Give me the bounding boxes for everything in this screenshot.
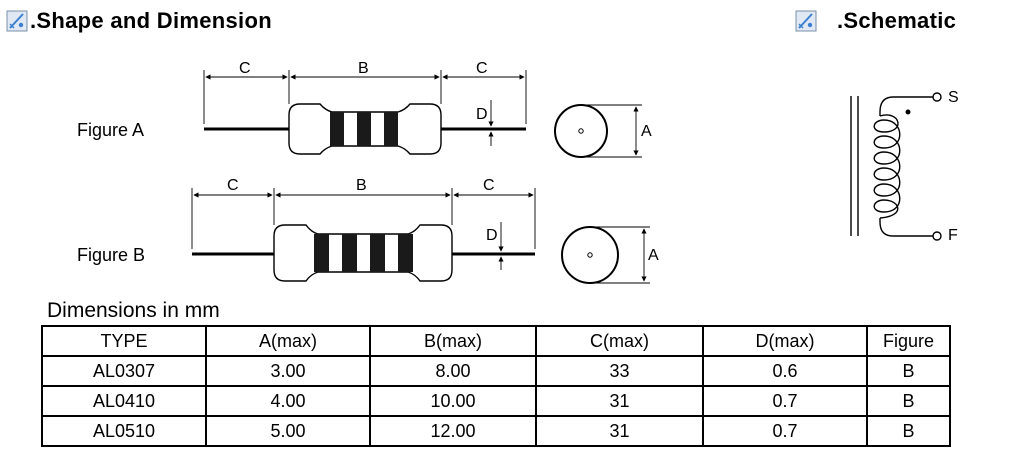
finish-terminal xyxy=(932,231,942,241)
table-cell: 0.6 xyxy=(702,355,868,387)
color-band xyxy=(398,234,413,272)
color-band xyxy=(342,234,357,272)
table-cell: 5.00 xyxy=(205,415,371,447)
column-header: TYPE xyxy=(41,325,207,357)
schematic-title: .Schematic xyxy=(837,8,957,33)
inductor-schematic xyxy=(850,92,942,241)
table-cell: 0.7 xyxy=(702,415,868,447)
column-header: D(max) xyxy=(702,325,868,357)
table-cell: 31 xyxy=(535,415,704,447)
figure-b-dim-a: A xyxy=(648,247,659,264)
table-cell: B xyxy=(866,415,951,447)
figure-b-dim-b: B xyxy=(356,177,367,194)
column-header: Figure xyxy=(866,325,951,357)
table-cell: B xyxy=(866,355,951,387)
figure-a-dim-a: A xyxy=(641,123,652,140)
figure-a-dim-c-right: C xyxy=(476,60,488,77)
color-band xyxy=(330,112,344,146)
image-placeholder-icon xyxy=(795,10,817,32)
figure-a-dim-b: B xyxy=(358,60,369,77)
table-cell: AL0510 xyxy=(41,415,207,447)
start-terminal xyxy=(932,92,942,102)
table-row: AL0410 4.00 10.00 31 0.7 B xyxy=(41,385,951,417)
dimension-drawing: C B C D A C B C D A xyxy=(191,60,959,284)
table-cell: 4.00 xyxy=(205,385,371,417)
table-header-row: TYPE A(max) B(max) C(max) D(max) Figure xyxy=(41,325,951,357)
table-cell: 0.7 xyxy=(702,385,868,417)
table-row: AL0510 5.00 12.00 31 0.7 B xyxy=(41,415,951,447)
coil-winding xyxy=(873,114,901,219)
image-placeholder-icon xyxy=(6,10,28,32)
table-cell: 10.00 xyxy=(369,385,537,417)
start-label: S xyxy=(948,89,959,106)
shape-dimension-title: .Shape and Dimension xyxy=(30,8,272,33)
figure-b-label: Figure B xyxy=(77,245,146,265)
figure-b-dim-c-right: C xyxy=(483,177,495,194)
figure-b-body xyxy=(273,224,453,282)
column-header: B(max) xyxy=(369,325,537,357)
color-band xyxy=(370,234,385,272)
color-band xyxy=(357,112,371,146)
color-band xyxy=(314,234,329,272)
color-band xyxy=(384,112,398,146)
table-cell: AL0410 xyxy=(41,385,207,417)
figure-a-label: Figure A xyxy=(77,120,145,140)
table-cell: 31 xyxy=(535,385,704,417)
figure-b-dim-d: D xyxy=(486,227,498,244)
finish-label: F xyxy=(948,227,958,244)
column-header: C(max) xyxy=(535,325,704,357)
table-cell: B xyxy=(866,385,951,417)
column-header: A(max) xyxy=(205,325,371,357)
figure-b-dim-c-left: C xyxy=(227,177,239,194)
table-cell: 33 xyxy=(535,355,704,387)
table-cell: 8.00 xyxy=(369,355,537,387)
shape-dimension-heading: .Shape and Dimension xyxy=(6,9,272,33)
figure-b-drawing xyxy=(191,188,650,284)
dimensions-table: TYPE A(max) B(max) C(max) D(max) Figure … xyxy=(41,325,951,447)
table-row: AL0307 3.00 8.00 33 0.6 B xyxy=(41,355,951,387)
schematic-heading: .Schematic xyxy=(795,9,956,33)
dimensions-title: Dimensions in mm xyxy=(47,299,220,322)
table-cell: AL0307 xyxy=(41,355,207,387)
figure-a-dim-d: D xyxy=(476,106,488,123)
figure-a-drawing xyxy=(203,70,642,158)
table-cell: 3.00 xyxy=(205,355,371,387)
table-cell: 12.00 xyxy=(369,415,537,447)
polarity-dot xyxy=(905,109,911,115)
figure-a-dim-c-left: C xyxy=(239,60,251,77)
